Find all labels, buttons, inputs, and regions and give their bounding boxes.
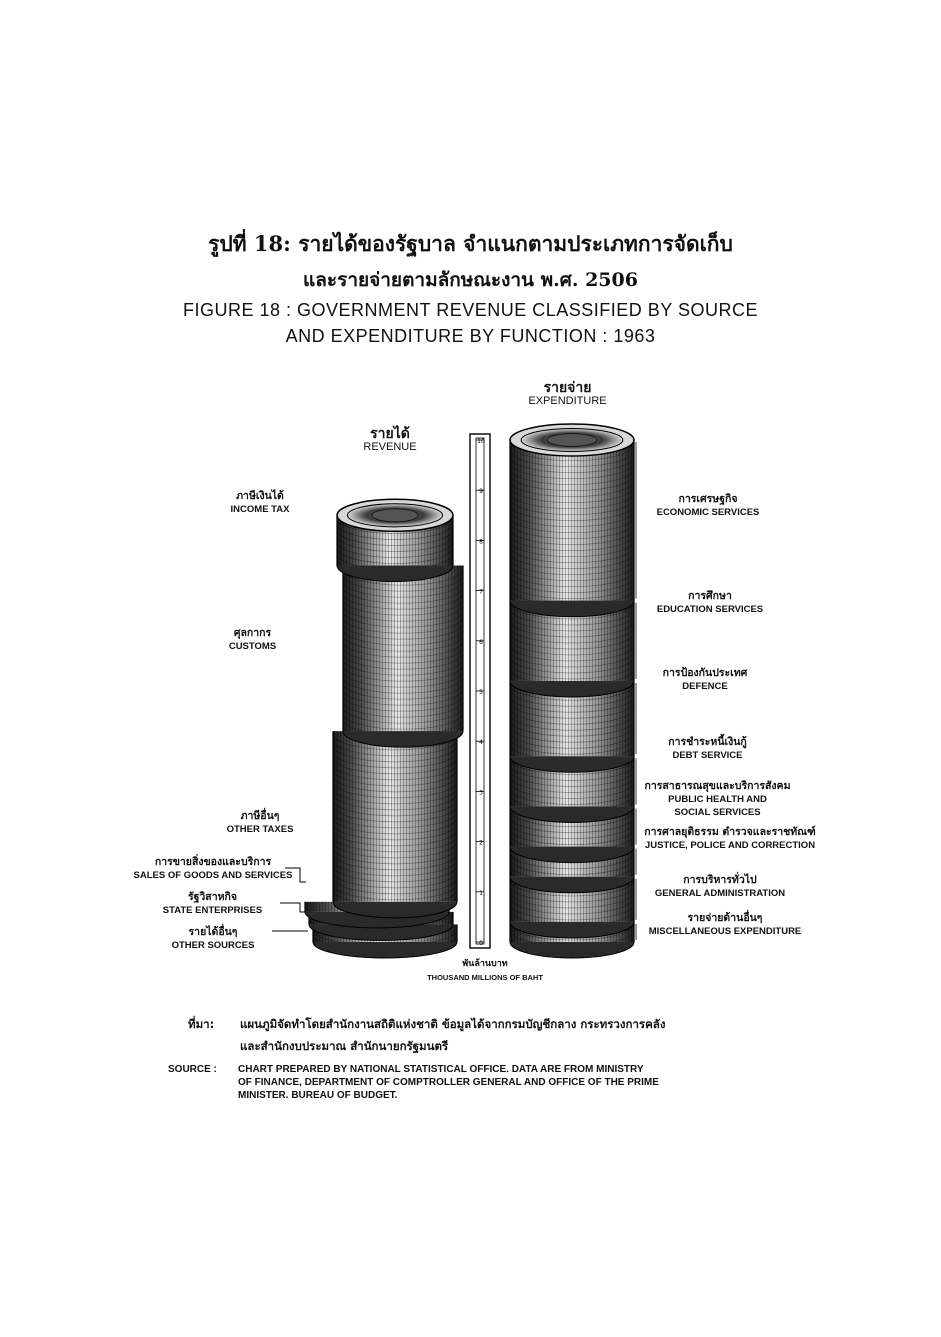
scale-tick-label-7: 7 [479,589,483,596]
title-thai-line2: และรายจ่ายตามลักษณะงาน พ.ศ. 2506 [303,269,638,291]
label-general-administration-en: GENERAL ADMINISTRATION [654,888,786,899]
label-education-services-thai: การศึกษา [688,590,732,602]
revenue-segment-4 [342,565,464,748]
scale-tick-label-4: 4 [479,739,483,746]
expenditure-title-thai: รายจ่าย [543,380,592,396]
scale-tick-label-1: 1 [479,890,483,897]
source-text-line1: CHART PREPARED BY NATIONAL STATISTICAL O… [238,1064,644,1075]
label-misc-expenditure-thai: รายจ่ายด้านอื่นๆ [687,912,763,924]
scale-tick-label-3: 3 [479,789,483,796]
expenditure-stack [509,423,637,959]
label-education-services: การศึกษา EDUCATION SERVICES [645,590,775,616]
label-sales-goods: การขายสิ่งของและบริการ SALES OF GOODS AN… [123,856,303,882]
title-thai-line1: รูปที่ 18: รายได้ของรัฐบาล จำแนกตามประเภ… [208,231,733,256]
scale-tick-label-9: 9 [479,488,483,495]
value-scale: 0 1 2 3 4 5 6 7 8 9 10 [469,433,491,949]
label-other-taxes: ภาษีอื่นๆ OTHER TAXES [210,810,310,836]
label-sales-goods-en: SALES OF GOODS AND SERVICES [133,870,293,881]
label-public-health-thai: การสาธารณสุขและบริการสังคม [644,780,791,792]
revenue-title-thai: รายได้ [370,426,410,442]
label-state-enterprises-thai: รัฐวิสาหกิจ [187,891,238,903]
label-other-taxes-en: OTHER TAXES [226,824,294,835]
label-state-enterprises: รัฐวิสาหกิจ STATE ENTERPRISES [150,891,275,917]
source-label: SOURCE : [168,1064,217,1075]
label-state-enterprises-en: STATE ENTERPRISES [162,905,263,916]
label-other-sources-en: OTHER SOURCES [171,940,255,951]
label-other-taxes-thai: ภาษีอื่นๆ [240,810,280,822]
expenditure-segment-5 [509,680,635,773]
revenue-segment-3 [332,731,458,919]
unit-label: พันล้านบาท THOUSAND MILLIONS OF BAHT [410,958,560,984]
source-text-thai-line2: และสำนักงบประมาณ สำนักนายกรัฐมนตรี [240,1039,449,1053]
label-defence-en: DEFENCE [682,681,728,692]
label-economic-services: การเศรษฐกิจ ECONOMIC SERVICES [648,493,768,519]
source-label-thai: ที่มา: [188,1017,215,1031]
expenditure-coin-top [509,423,635,457]
expenditure-title: รายจ่าย EXPENDITURE [515,380,620,408]
title-en-line2: AND EXPENDITURE BY FUNCTION : 1963 [285,326,656,346]
label-sales-goods-thai: การขายสิ่งของและบริการ [154,856,272,868]
label-misc-expenditure: รายจ่ายด้านอื่นๆ MISCELLANEOUS EXPENDITU… [640,912,810,938]
label-other-sources: รายได้อื่นๆ OTHER SOURCES [158,926,268,952]
label-defence-thai: การป้องกันประเทศ [662,667,748,679]
scale-tick-label-8: 8 [479,538,483,545]
revenue-stack [272,498,464,959]
scale-tick-label-5: 5 [479,689,483,696]
label-justice-police: การศาลยุติธรรม ตำรวจและราชทัณฑ์ JUSTICE,… [635,826,825,852]
label-customs-en: CUSTOMS [228,641,277,652]
title-en-line1: FIGURE 18 : GOVERNMENT REVENUE CLASSIFIE… [183,300,758,320]
label-economic-services-en: ECONOMIC SERVICES [656,507,760,518]
revenue-coin-top [336,498,454,533]
source-text-thai-line1: แผนภูมิจัดทำโดยสำนักงานสถิติแห่งชาติ ข้อ… [240,1017,666,1031]
label-general-administration: การบริหารทั่วไป GENERAL ADMINISTRATION [645,874,795,900]
label-income-tax-thai: ภาษีเงินได้ [236,490,284,502]
label-justice-police-thai: การศาลยุติธรรม ตำรวจและราชทัณฑ์ [644,826,816,838]
label-defence: การป้องกันประเทศ DEFENCE [650,667,760,693]
expenditure-segment-7 [509,440,635,618]
label-economic-services-thai: การเศรษฐกิจ [678,493,738,505]
scale-tick-label-10: 10 [477,438,485,445]
source-text-line3: MINISTER. BUREAU OF BUDGET. [238,1090,398,1101]
label-customs: ศุลกากร CUSTOMS [210,627,295,653]
label-general-administration-thai: การบริหารทั่วไป [683,874,757,886]
label-debt-service: การชำระหนี้เงินกู้ DEBT SERVICE [650,736,765,762]
scale-tick-label-2: 2 [479,840,483,847]
revenue-title: รายได้ REVENUE [345,426,435,454]
label-debt-service-en: DEBT SERVICE [672,750,743,761]
expenditure-title-en: EXPENDITURE [528,395,607,407]
leader-state-enterprises [280,902,306,913]
label-misc-expenditure-en: MISCELLANEOUS EXPENDITURE [648,926,802,937]
label-income-tax-en: INCOME TAX [230,504,290,515]
label-education-services-en: EDUCATION SERVICES [656,604,764,615]
unit-label-thai: พันล้านบาท [462,959,508,969]
leader-sales-goods [285,867,306,883]
unit-label-en: THOUSAND MILLIONS OF BAHT [427,973,543,982]
label-other-sources-thai: รายได้อื่นๆ [188,926,238,938]
revenue-title-en: REVENUE [363,441,417,453]
source-text-line2: OF FINANCE, DEPARTMENT OF COMPTROLLER GE… [238,1077,659,1088]
label-public-health-en: PUBLIC HEALTH AND SOCIAL SERVICES [668,794,767,818]
scale-tick-label-6: 6 [479,639,483,646]
label-public-health: การสาธารณสุขและบริการสังคม PUBLIC HEALTH… [640,780,795,819]
label-debt-service-thai: การชำระหนี้เงินกู้ [668,736,747,748]
label-customs-thai: ศุลกากร [233,627,272,639]
label-justice-police-en: JUSTICE, POLICE AND CORRECTION [644,840,816,851]
scale-tick-label-0: 0 [479,940,483,947]
label-income-tax: ภาษีเงินได้ INCOME TAX [215,490,305,516]
